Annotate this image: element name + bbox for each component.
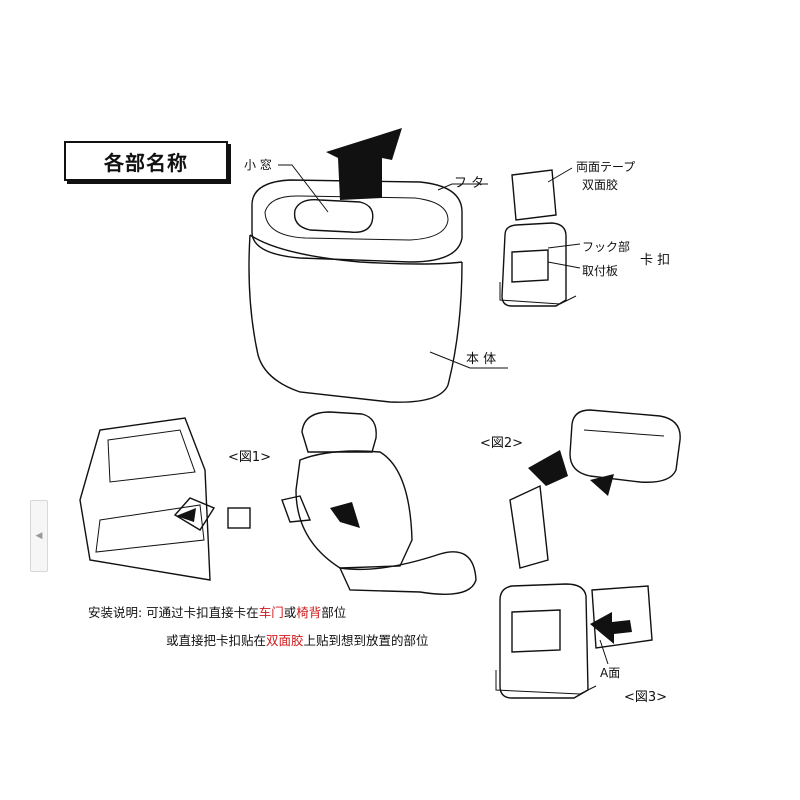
fig1-car-door-illustration bbox=[79, 417, 251, 581]
tape-and-plate-illustration bbox=[499, 167, 581, 307]
label-fig1: <図1> bbox=[228, 450, 272, 465]
label-double-tape-jp: 両面テープ bbox=[576, 160, 636, 174]
instruction-1-pre: 安装说明: 可通过卡扣直接卡在 bbox=[88, 605, 259, 620]
instruction-line-1: 安装说明: 可通过卡扣直接卡在车门或椅背部位 bbox=[88, 602, 346, 621]
fig1-car-seat-illustration bbox=[281, 411, 477, 595]
instruction-1-car-door: 车门 bbox=[258, 605, 284, 620]
label-hook-jp: フック部 bbox=[582, 240, 631, 254]
instruction-1-post: 部位 bbox=[321, 605, 347, 620]
carousel-prev-tab[interactable]: ◀ bbox=[30, 500, 48, 572]
label-fig2: <図2> bbox=[480, 436, 524, 451]
label-lid: フ タ bbox=[454, 176, 485, 191]
label-fig3: <図3> bbox=[624, 690, 668, 705]
page-title: 各部名称 bbox=[64, 141, 228, 181]
label-small-window: 小 窓 bbox=[244, 158, 272, 172]
label-mount-plate: 取付板 bbox=[582, 264, 619, 278]
instruction-2-post: 上贴到想到放置的部位 bbox=[303, 633, 429, 648]
label-double-tape-cn: 双面胶 bbox=[582, 178, 619, 192]
bin-main-illustration bbox=[248, 128, 508, 403]
label-hook-cn: 卡 扣 bbox=[640, 253, 671, 268]
instruction-2-pre: 或直接把卡扣贴在 bbox=[166, 633, 267, 648]
label-body: 本 体 bbox=[466, 352, 497, 367]
label-a-side: A面 bbox=[600, 666, 621, 680]
fig2-illustration bbox=[509, 409, 681, 569]
fig3-illustration bbox=[495, 583, 653, 699]
instruction-2-tape: 双面胶 bbox=[266, 633, 304, 648]
instruction-line-2: 或直接把卡扣贴在双面胶上贴到想到放置的部位 bbox=[166, 630, 429, 649]
instruction-1-or: 或 bbox=[283, 605, 297, 620]
instruction-1-seat-back: 椅背 bbox=[296, 605, 322, 620]
chevron-left-icon: ◀ bbox=[35, 531, 43, 541]
